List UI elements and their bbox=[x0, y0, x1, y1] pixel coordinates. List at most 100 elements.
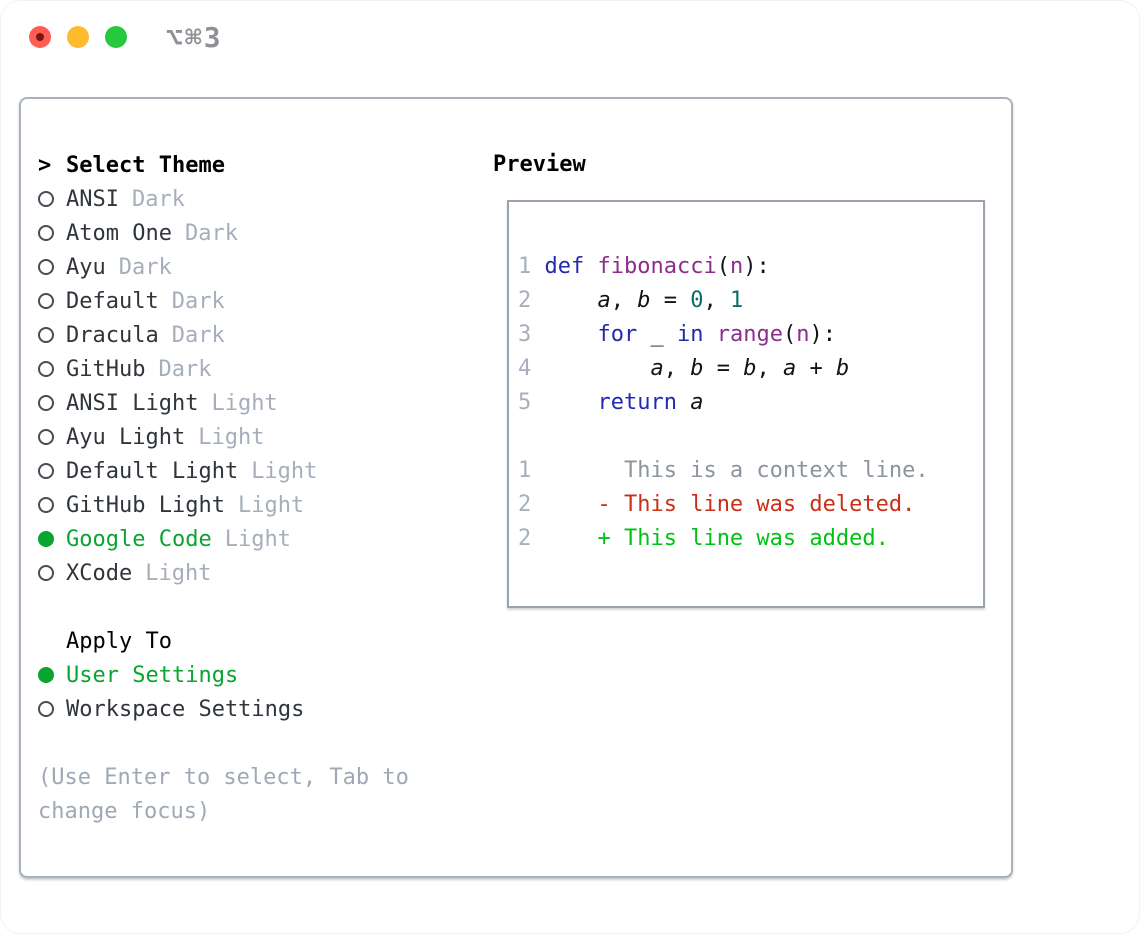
token-pln: , bbox=[663, 356, 691, 381]
token-var: b bbox=[637, 288, 651, 313]
token-pln bbox=[677, 390, 690, 415]
theme-option-github-light[interactable]: GitHub Light Light bbox=[38, 488, 488, 522]
token-kw: def bbox=[544, 254, 585, 279]
token-pln: = bbox=[703, 356, 744, 381]
spacer-row bbox=[38, 590, 488, 624]
radio-cell bbox=[38, 395, 66, 411]
token-pln: _ bbox=[637, 322, 677, 347]
apply-option-workspace-settings[interactable]: Workspace Settings bbox=[38, 692, 488, 726]
option-label: Dracula bbox=[66, 322, 159, 348]
radio-unselected-icon bbox=[38, 395, 54, 411]
option-label: ANSI bbox=[66, 186, 119, 212]
line-number: 2 bbox=[518, 526, 545, 551]
apply-option-user-settings[interactable]: User Settings bbox=[38, 658, 488, 692]
radio-unselected-icon bbox=[38, 565, 54, 581]
focus-cursor: > bbox=[38, 152, 52, 178]
help-text-line-2: change focus) bbox=[38, 798, 211, 824]
radio-selected-icon bbox=[38, 531, 54, 547]
code-line-6 bbox=[518, 420, 979, 454]
token-ctx: This is a context line. bbox=[544, 458, 929, 483]
option-label: Workspace Settings bbox=[66, 696, 305, 722]
maximize-button[interactable] bbox=[105, 26, 127, 48]
theme-option-atom-one[interactable]: Atom One Dark bbox=[38, 216, 488, 250]
token-pln: , bbox=[610, 288, 638, 313]
apply-to-header: Apply To bbox=[66, 628, 172, 654]
token-pln bbox=[703, 322, 716, 347]
theme-option-ayu[interactable]: Ayu Dark bbox=[38, 250, 488, 284]
code-line-2: 2 a, b = 0, 1 bbox=[518, 284, 979, 318]
radio-unselected-icon bbox=[38, 497, 54, 513]
radio-cell bbox=[38, 429, 66, 445]
option-label: User Settings bbox=[66, 662, 239, 688]
line-number: 4 bbox=[518, 356, 545, 381]
apply-to-header-row: Apply To bbox=[38, 624, 488, 658]
token-pln bbox=[545, 322, 598, 347]
radio-unselected-icon bbox=[38, 327, 54, 343]
token-add: + This line was added. bbox=[597, 526, 889, 551]
option-variant-label: Dark bbox=[131, 186, 185, 212]
radio-unselected-icon bbox=[38, 191, 54, 207]
token-fn: n bbox=[729, 254, 744, 279]
radio-cell bbox=[38, 565, 66, 581]
token-fn: range bbox=[716, 322, 783, 347]
select-theme-header: Select Theme bbox=[66, 152, 225, 178]
option-variant-label: Light bbox=[251, 458, 318, 484]
radio-unselected-icon bbox=[38, 225, 54, 241]
radio-unselected-icon bbox=[38, 361, 54, 377]
token-var: b bbox=[743, 356, 757, 381]
token-var: a bbox=[782, 356, 797, 381]
select-theme-header-row: > Select Theme bbox=[38, 148, 488, 182]
option-label: Ayu bbox=[66, 254, 106, 280]
radio-cell bbox=[38, 667, 66, 683]
radio-unselected-icon bbox=[38, 259, 54, 275]
radio-cell bbox=[38, 463, 66, 479]
option-variant-label: Dark bbox=[118, 254, 172, 280]
theme-option-ayu-light[interactable]: Ayu Light Light bbox=[38, 420, 488, 454]
token-var: a bbox=[650, 356, 664, 381]
line-number: 1 bbox=[518, 254, 545, 279]
radio-cell bbox=[38, 259, 66, 275]
token-pln bbox=[545, 390, 598, 415]
radio-cell bbox=[38, 327, 66, 343]
option-label: Atom One bbox=[66, 220, 172, 246]
line-number: 2 bbox=[518, 288, 545, 313]
minimize-button[interactable] bbox=[67, 26, 89, 48]
radio-unselected-icon bbox=[38, 701, 54, 717]
option-variant-label: Dark bbox=[184, 220, 238, 246]
code-line-4: 4 a, b = b, a + b bbox=[518, 352, 979, 386]
token-pln: ): bbox=[809, 322, 836, 347]
help-text-line-1: (Use Enter to select, Tab to bbox=[38, 764, 409, 790]
window-shortcut-label: ⌥⌘3 bbox=[166, 21, 223, 54]
token-pln: , bbox=[756, 356, 783, 381]
option-variant-label: Dark bbox=[158, 356, 212, 382]
radio-unselected-icon bbox=[38, 429, 54, 445]
option-variant-label: Light bbox=[211, 390, 278, 416]
theme-option-ansi[interactable]: ANSI Dark bbox=[38, 182, 488, 216]
radio-cell bbox=[38, 361, 66, 377]
option-variant-label: Light bbox=[198, 424, 265, 450]
token-var: a bbox=[690, 390, 704, 415]
token-kw: in bbox=[676, 322, 704, 347]
token-pln: + bbox=[796, 356, 836, 381]
token-pln: ( bbox=[782, 322, 797, 347]
option-variant-label: Light bbox=[237, 492, 305, 518]
option-variant-label: Light bbox=[224, 526, 291, 552]
radio-cell bbox=[38, 191, 66, 207]
token-pln bbox=[584, 254, 597, 279]
close-button[interactable] bbox=[29, 26, 51, 48]
option-label: Ayu Light bbox=[66, 424, 186, 450]
option-label: GitHub Light bbox=[66, 492, 225, 518]
radio-selected-icon bbox=[38, 667, 54, 683]
